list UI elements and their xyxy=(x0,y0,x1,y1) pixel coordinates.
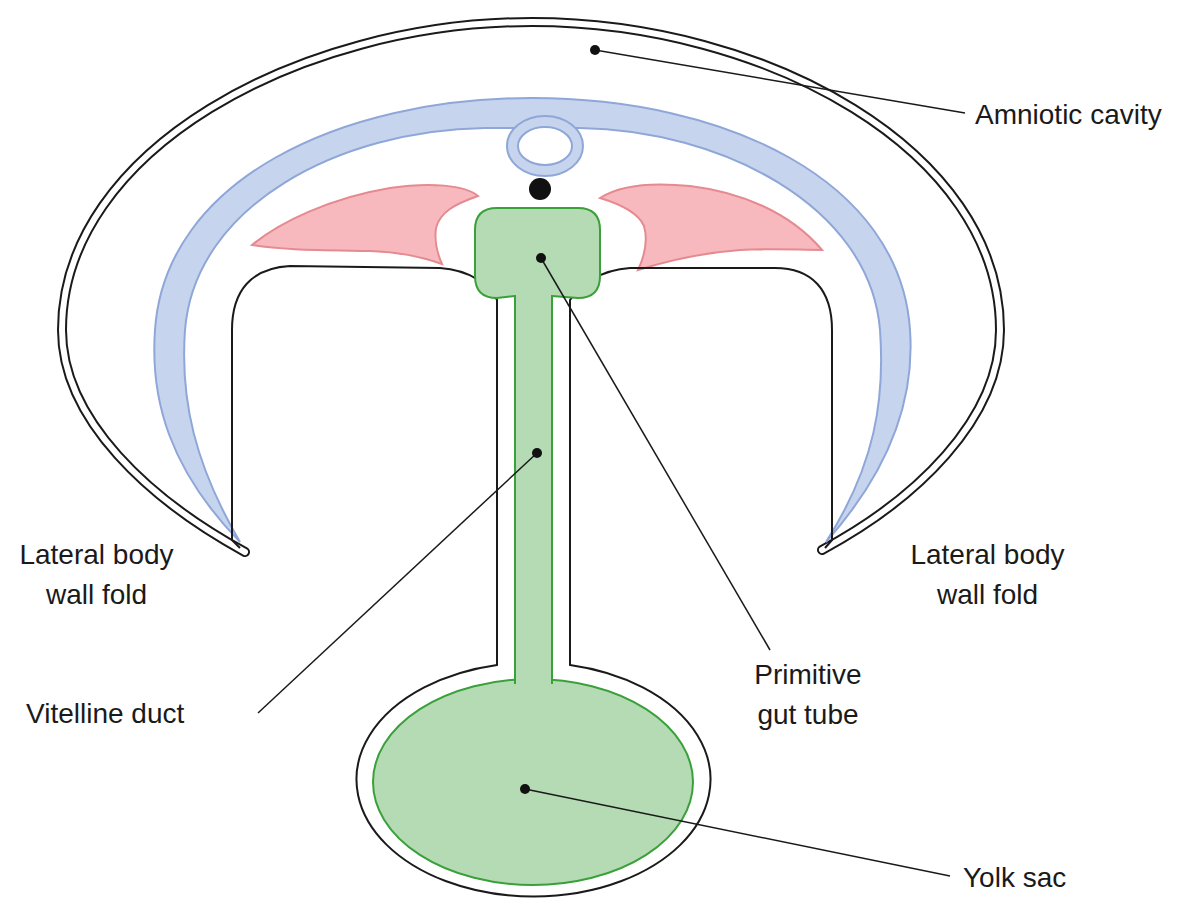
part-label: Lateral body wall fold xyxy=(4,535,189,615)
primitive-gut-tube xyxy=(475,208,600,298)
part-label: Amniotic cavity xyxy=(975,95,1162,135)
vitelline-duct-wall xyxy=(515,295,552,684)
neural-tube-lumen xyxy=(518,127,572,165)
leader-dot xyxy=(590,45,600,55)
mesoderm xyxy=(600,184,822,270)
leader-line xyxy=(541,258,770,650)
body-wall-outline xyxy=(232,266,832,896)
leader-lines xyxy=(258,50,965,876)
leader-dot xyxy=(520,784,530,794)
vitelline-duct xyxy=(515,280,552,685)
leader-line xyxy=(258,453,537,713)
part-label: Yolk sac xyxy=(963,858,1066,898)
gut-duct-join xyxy=(516,290,551,302)
part-label: Vitelline duct xyxy=(26,694,184,734)
notochord xyxy=(529,178,551,200)
yolk-sac xyxy=(373,679,693,885)
leader-dot xyxy=(536,253,546,263)
neural-tube xyxy=(507,116,583,176)
part-label: Lateral body wall fold xyxy=(895,535,1080,615)
leader-line xyxy=(595,50,965,113)
leader-dot xyxy=(532,448,542,458)
part-label: Primitive gut tube xyxy=(743,655,873,735)
mesoderm xyxy=(252,185,478,264)
leader-line xyxy=(525,789,950,876)
leader-dots xyxy=(520,45,600,794)
